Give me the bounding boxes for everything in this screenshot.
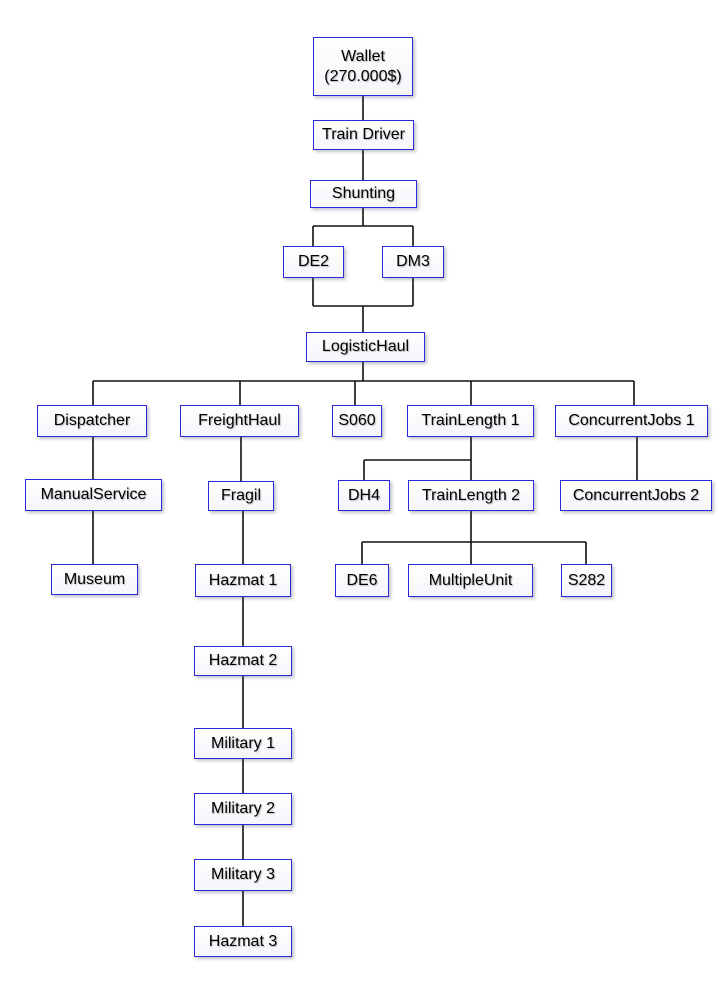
connector-logistichaul-split (92, 362, 635, 405)
node-trainlength1[interactable]: TrainLength 1 (407, 405, 534, 437)
node-manualservice[interactable]: ManualService (25, 479, 162, 511)
connector-shunting-split (312, 208, 414, 246)
node-logistichaul[interactable]: LogisticHaul (306, 332, 425, 362)
node-concurrentjobs1[interactable]: ConcurrentJobs 1 (555, 405, 708, 437)
node-s060[interactable]: S060 (332, 405, 382, 437)
connector-trainlength1-split (363, 437, 472, 480)
node-military3[interactable]: Military 3 (194, 859, 292, 891)
node-multipleunit[interactable]: MultipleUnit (408, 564, 533, 597)
node-military2[interactable]: Military 2 (194, 793, 292, 825)
node-hazmat2[interactable]: Hazmat 2 (194, 646, 292, 676)
node-trainlength2[interactable]: TrainLength 2 (408, 480, 534, 511)
node-dispatcher[interactable]: Dispatcher (37, 405, 147, 437)
node-dm3[interactable]: DM3 (382, 246, 444, 278)
node-s282[interactable]: S282 (561, 564, 612, 597)
node-freighthaul[interactable]: FreightHaul (180, 405, 299, 437)
node-fragil[interactable]: Fragil (208, 481, 274, 511)
node-de2[interactable]: DE2 (283, 246, 344, 278)
node-hazmat1[interactable]: Hazmat 1 (195, 564, 291, 597)
node-wallet[interactable]: Wallet (270.000$) (313, 37, 413, 96)
node-dh4[interactable]: DH4 (338, 480, 390, 511)
connector-merge-logistichaul (312, 278, 414, 332)
wallet-label: Wallet (341, 47, 385, 65)
node-military1[interactable]: Military 1 (194, 728, 292, 759)
connector-trainlength2-split (361, 511, 587, 564)
wallet-amount: (270.000$) (324, 67, 402, 85)
node-hazmat3[interactable]: Hazmat 3 (194, 926, 292, 957)
node-concurrentjobs2[interactable]: ConcurrentJobs 2 (560, 480, 712, 511)
node-shunting[interactable]: Shunting (310, 180, 417, 208)
node-de6[interactable]: DE6 (335, 564, 389, 597)
node-museum[interactable]: Museum (51, 564, 138, 595)
node-train-driver[interactable]: Train Driver (313, 120, 414, 150)
